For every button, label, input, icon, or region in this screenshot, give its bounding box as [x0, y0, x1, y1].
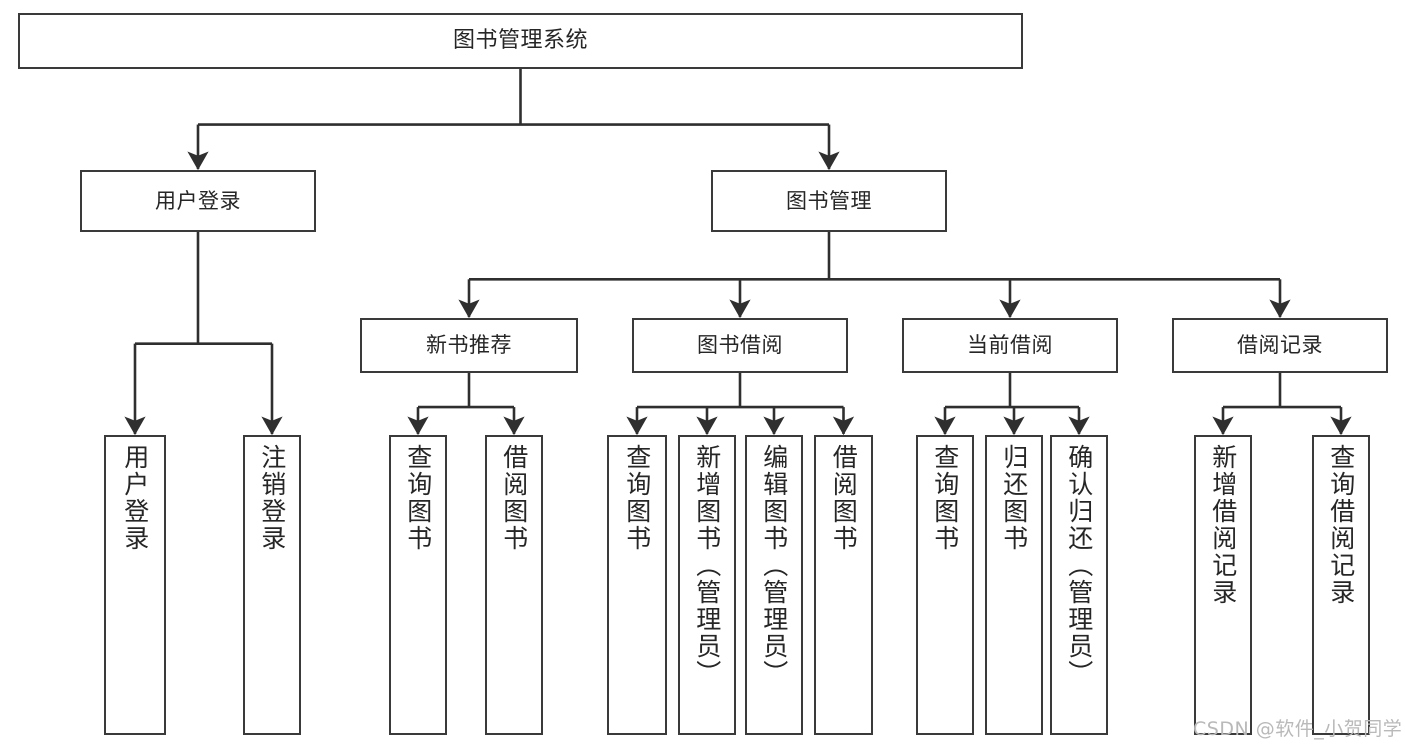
leaf-edit-book[interactable]: 编辑图书（管理员）: [745, 435, 803, 735]
leaf-add-book[interactable]: 新增图书（管理员）: [678, 435, 736, 735]
leaf-query-record[interactable]: 查询借阅记录: [1312, 435, 1370, 735]
leaf-query-record-label: 查询借阅记录: [1326, 444, 1356, 606]
leaf-query-book-2[interactable]: 查询图书: [607, 435, 667, 735]
leaf-borrow-book-1[interactable]: 借阅图书: [485, 435, 543, 735]
node-root-label: 图书管理系统: [452, 28, 588, 54]
node-new-book-rec-label: 新书推荐: [426, 333, 512, 358]
leaf-query-book-2-label: 查询图书: [622, 444, 652, 552]
leaf-query-book-1-label: 查询图书: [403, 444, 433, 552]
node-new-book-rec[interactable]: 新书推荐: [360, 318, 578, 373]
leaf-borrow-book-2-label: 借阅图书: [829, 444, 859, 552]
leaf-query-book-3-label: 查询图书: [930, 444, 960, 552]
leaf-add-book-label: 新增图书（管理员）: [692, 444, 722, 687]
leaf-return-book-label: 归还图书: [999, 444, 1029, 552]
node-current-borrow[interactable]: 当前借阅: [902, 318, 1118, 373]
leaf-edit-book-label: 编辑图书（管理员）: [759, 444, 789, 687]
leaf-add-record[interactable]: 新增借阅记录: [1194, 435, 1252, 735]
leaf-borrow-book-1-label: 借阅图书: [499, 444, 529, 552]
node-book-manage[interactable]: 图书管理: [711, 170, 947, 232]
leaf-add-record-label: 新增借阅记录: [1208, 444, 1238, 606]
node-borrow-record-label: 借阅记录: [1237, 333, 1323, 358]
node-book-manage-label: 图书管理: [786, 188, 872, 213]
leaf-confirm-return-label: 确认归还（管理员）: [1064, 444, 1094, 687]
leaf-user-logout[interactable]: 注销登录: [243, 435, 301, 735]
node-user-login[interactable]: 用户登录: [80, 170, 316, 232]
leaf-user-logout-label: 注销登录: [257, 444, 287, 552]
node-borrow-record[interactable]: 借阅记录: [1172, 318, 1388, 373]
leaf-user-login-label: 用户登录: [120, 444, 150, 552]
node-current-borrow-label: 当前借阅: [967, 333, 1053, 358]
node-user-login-label: 用户登录: [155, 188, 241, 213]
leaf-query-book-3[interactable]: 查询图书: [916, 435, 974, 735]
node-root[interactable]: 图书管理系统: [18, 13, 1023, 69]
leaf-confirm-return[interactable]: 确认归还（管理员）: [1050, 435, 1108, 735]
leaf-user-login[interactable]: 用户登录: [104, 435, 166, 735]
leaf-query-book-1[interactable]: 查询图书: [389, 435, 447, 735]
leaf-borrow-book-2[interactable]: 借阅图书: [814, 435, 873, 735]
node-book-borrow[interactable]: 图书借阅: [632, 318, 848, 373]
leaf-return-book[interactable]: 归还图书: [985, 435, 1043, 735]
node-book-borrow-label: 图书借阅: [697, 333, 783, 358]
csdn-watermark: CSDN @软件_小贺同学: [1193, 718, 1403, 740]
